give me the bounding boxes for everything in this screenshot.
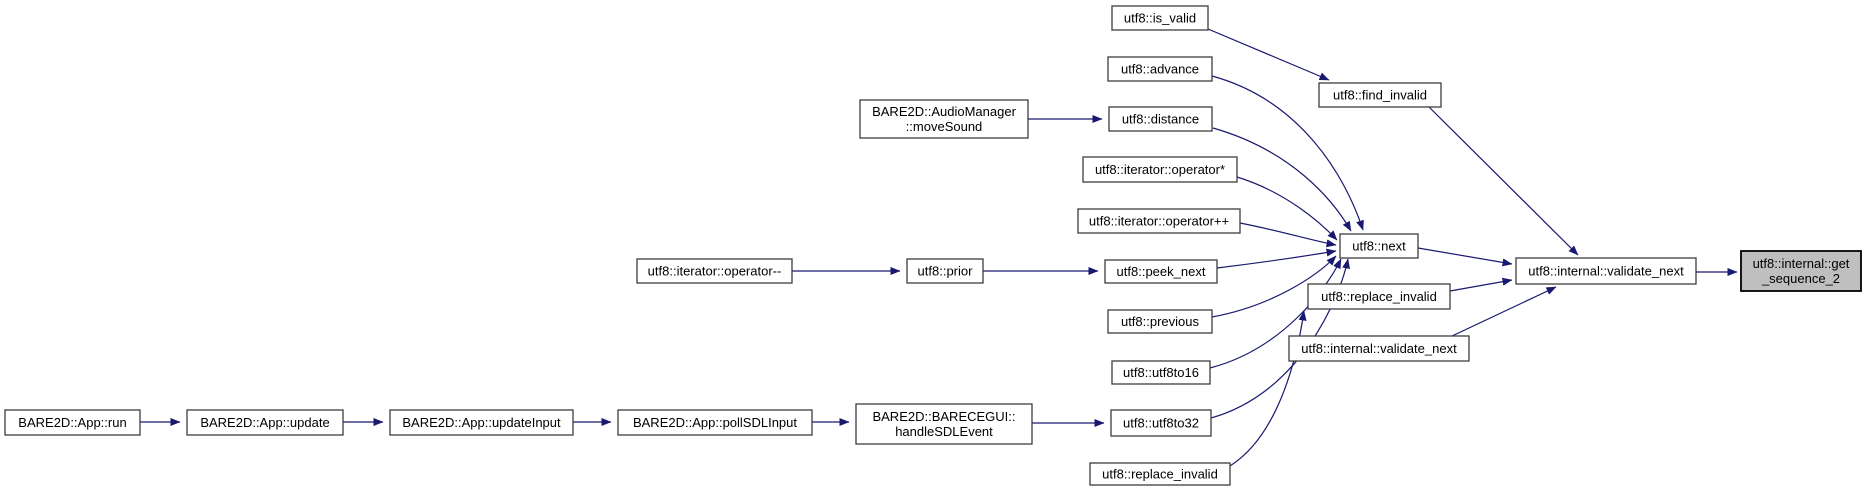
iterator-operator-increment-box[interactable] <box>1077 208 1241 234</box>
call-edge-advance--to--next <box>1211 75 1364 231</box>
graph-node-iterator-operator-increment[interactable]: utf8::iterator::operator++ <box>1077 208 1241 234</box>
graph-node-previous[interactable]: utf8::previous <box>1107 309 1213 334</box>
previous-box[interactable] <box>1107 309 1213 334</box>
distance-box[interactable] <box>1108 106 1213 132</box>
utf8to32-box[interactable] <box>1110 409 1212 437</box>
graph-node-audiomanager-move-sound[interactable]: BARE2D::AudioManager::moveSound <box>859 99 1029 139</box>
advance-label: utf8::advance <box>1121 62 1199 77</box>
call-edge-iterator-operator-star--to--next <box>1236 176 1338 241</box>
graph-node-utf8to32[interactable]: utf8::utf8to32 <box>1110 409 1212 437</box>
app-update-box[interactable] <box>186 409 344 436</box>
replace-invalid-overload-label: utf8::replace_invalid <box>1102 467 1218 482</box>
peek-next-box[interactable] <box>1104 259 1218 284</box>
internal-validate-next-2-label: utf8::internal::validate_next <box>1301 341 1457 356</box>
app-poll-sdl-input-label: BARE2D::App::pollSDLInput <box>633 415 797 430</box>
call-edge-previous--to--next <box>1211 255 1337 318</box>
replace-invalid-label: utf8::replace_invalid <box>1321 289 1437 304</box>
barecegui-handle-sdl-event-label: BARE2D::BARECEGUI::handleSDLEvent <box>872 409 1015 439</box>
next-box[interactable] <box>1339 233 1419 259</box>
graph-node-is-valid[interactable]: utf8::is_valid <box>1111 5 1209 31</box>
find-invalid-box[interactable] <box>1318 82 1442 108</box>
is-valid-label: utf8::is_valid <box>1124 11 1196 26</box>
internal-get-sequence-2-box[interactable] <box>1740 250 1862 292</box>
graph-node-find-invalid[interactable]: utf8::find_invalid <box>1318 82 1442 108</box>
replace-invalid-overload-box[interactable] <box>1089 462 1231 486</box>
utf8to32-label: utf8::utf8to32 <box>1123 416 1199 431</box>
call-edge-replace-invalid--to--internal-validate-next <box>1449 277 1513 292</box>
app-update-input-label: BARE2D::App::updateInput <box>402 415 561 430</box>
is-valid-box[interactable] <box>1111 5 1209 31</box>
graph-node-iterator-operator-decrement[interactable]: utf8::iterator::operator-- <box>636 258 793 284</box>
prior-label: utf8::prior <box>918 264 974 279</box>
call-edge-distance--to--next <box>1212 127 1352 232</box>
call-edge-utf8to16--to--next <box>1209 258 1342 369</box>
graph-node-peek-next[interactable]: utf8::peek_next <box>1104 259 1218 284</box>
app-run-label: BARE2D::App::run <box>18 415 126 430</box>
graph-node-replace-invalid-overload[interactable]: utf8::replace_invalid <box>1089 462 1231 486</box>
iterator-operator-star-box[interactable] <box>1082 156 1238 183</box>
app-poll-sdl-input-box[interactable] <box>617 409 813 436</box>
utf8to16-label: utf8::utf8to16 <box>1123 365 1199 380</box>
iterator-operator-decrement-box[interactable] <box>636 258 793 284</box>
internal-validate-next-label: utf8::internal::validate_next <box>1528 264 1684 279</box>
nodes-layer: BARE2D::App::run BARE2D::App::update BARE2… <box>4 5 1862 486</box>
advance-box[interactable] <box>1107 56 1213 82</box>
app-run-box[interactable] <box>4 409 141 436</box>
distance-label: utf8::distance <box>1122 112 1199 127</box>
edges-layer <box>140 28 1738 467</box>
graph-node-utf8to16[interactable]: utf8::utf8to16 <box>1111 360 1211 385</box>
utf8to16-box[interactable] <box>1111 360 1211 385</box>
graph-node-internal-get-sequence-2[interactable]: utf8::internal::get_sequence_2 <box>1740 250 1862 292</box>
graph-node-internal-validate-next[interactable]: utf8::internal::validate_next <box>1515 257 1697 285</box>
barecegui-handle-sdl-event-box[interactable] <box>855 403 1033 445</box>
internal-validate-next-2-box[interactable] <box>1288 335 1470 362</box>
graph-node-replace-invalid[interactable]: utf8::replace_invalid <box>1307 283 1451 310</box>
internal-get-sequence-2-label: utf8::internal::get_sequence_2 <box>1753 256 1850 286</box>
call-edge-next--to--internal-validate-next <box>1417 247 1513 267</box>
call-edge-internal-validate-next-2--to--internal-validate-next <box>1451 286 1557 337</box>
app-update-label: BARE2D::App::update <box>200 415 329 430</box>
iterator-operator-increment-label: utf8::iterator::operator++ <box>1089 214 1229 229</box>
graph-node-iterator-operator-star[interactable]: utf8::iterator::operator* <box>1082 156 1238 183</box>
iterator-operator-decrement-label: utf8::iterator::operator-- <box>648 264 782 279</box>
call-edge-peek-next--to--next <box>1216 248 1337 269</box>
graph-node-app-update-input[interactable]: BARE2D::App::updateInput <box>389 409 574 436</box>
prior-box[interactable] <box>906 258 984 284</box>
graph-node-app-update[interactable]: BARE2D::App::update <box>186 409 344 436</box>
find-invalid-label: utf8::find_invalid <box>1333 88 1427 103</box>
graph-node-advance[interactable]: utf8::advance <box>1107 56 1213 82</box>
call-edge-replace-invalid-overload--to--replace-invalid <box>1229 310 1307 467</box>
graph-node-distance[interactable]: utf8::distance <box>1108 106 1213 132</box>
graph-node-app-run[interactable]: BARE2D::App::run <box>4 409 141 436</box>
graph-node-internal-validate-next-2[interactable]: utf8::internal::validate_next <box>1288 335 1470 362</box>
call-edge-find-invalid--to--internal-validate-next <box>1428 106 1579 256</box>
graph-node-barecegui-handle-sdl-event[interactable]: BARE2D::BARECEGUI::handleSDLEvent <box>855 403 1033 445</box>
peek-next-label: utf8::peek_next <box>1117 264 1206 279</box>
graph-node-next[interactable]: utf8::next <box>1339 233 1419 259</box>
next-label: utf8::next <box>1352 239 1406 254</box>
iterator-operator-star-label: utf8::iterator::operator* <box>1095 162 1225 177</box>
graph-node-prior[interactable]: utf8::prior <box>906 258 984 284</box>
graph-node-app-poll-sdl-input[interactable]: BARE2D::App::pollSDLInput <box>617 409 813 436</box>
call-edge-is-valid--to--find-invalid <box>1207 28 1330 81</box>
internal-validate-next-box[interactable] <box>1515 257 1697 285</box>
app-update-input-box[interactable] <box>389 409 574 436</box>
replace-invalid-box[interactable] <box>1307 283 1451 310</box>
audiomanager-move-sound-box[interactable] <box>859 99 1029 139</box>
call-edge-iterator-operator-increment--to--next <box>1239 222 1337 248</box>
audiomanager-move-sound-label: BARE2D::AudioManager::moveSound <box>872 104 1016 134</box>
previous-label: utf8::previous <box>1121 314 1200 329</box>
